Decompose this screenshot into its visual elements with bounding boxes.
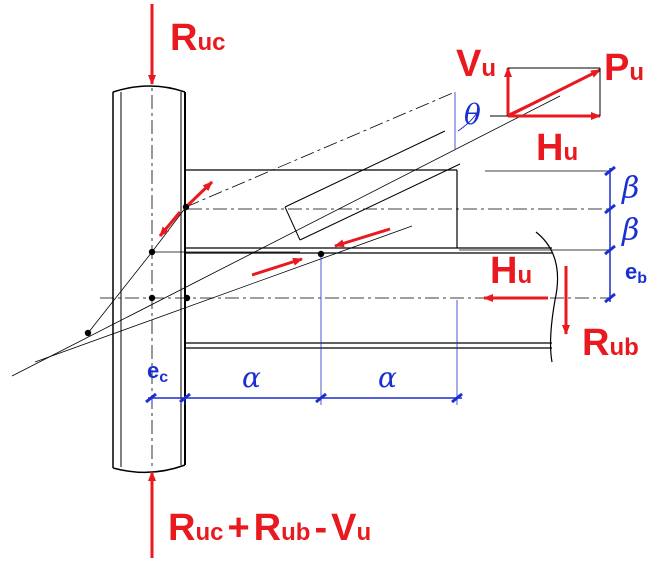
alpha-label-right: α [378,361,397,394]
gusset-force-brace-arrow [334,227,391,248]
bottom-reaction-label: Ruc+Rub-Vu [168,507,371,549]
force-triangle-diagonal [509,89,561,115]
beta-label-upper: β [621,171,639,206]
alpha-label-left: α [242,361,261,394]
structure [11,70,610,474]
extension-lines [151,92,458,405]
r-uc-label: Ruc [170,17,225,59]
r-ub-label: Rub [582,322,639,364]
h-u-beam-label: Hu [490,250,532,292]
v-u-label: Vu [456,43,496,85]
dimension-lines [145,112,616,404]
gusset-force-upper-arrow [186,180,214,207]
force-triangle [490,67,601,117]
brace [185,91,461,241]
e-c-label: ec [147,358,168,386]
p-u-label: Pu [604,47,644,89]
h-u-top-label: Hu [536,127,578,169]
nodes [84,203,325,337]
theta-label: θ [464,98,481,131]
construction-lines [11,95,610,377]
e-b-label: eb [625,259,647,287]
beta-label-lower: β [621,213,639,248]
gusset-force-lower-arrow [158,211,182,237]
column [112,70,186,474]
gusset-force-beam-arrow [251,257,303,277]
force-arrows [148,4,601,558]
